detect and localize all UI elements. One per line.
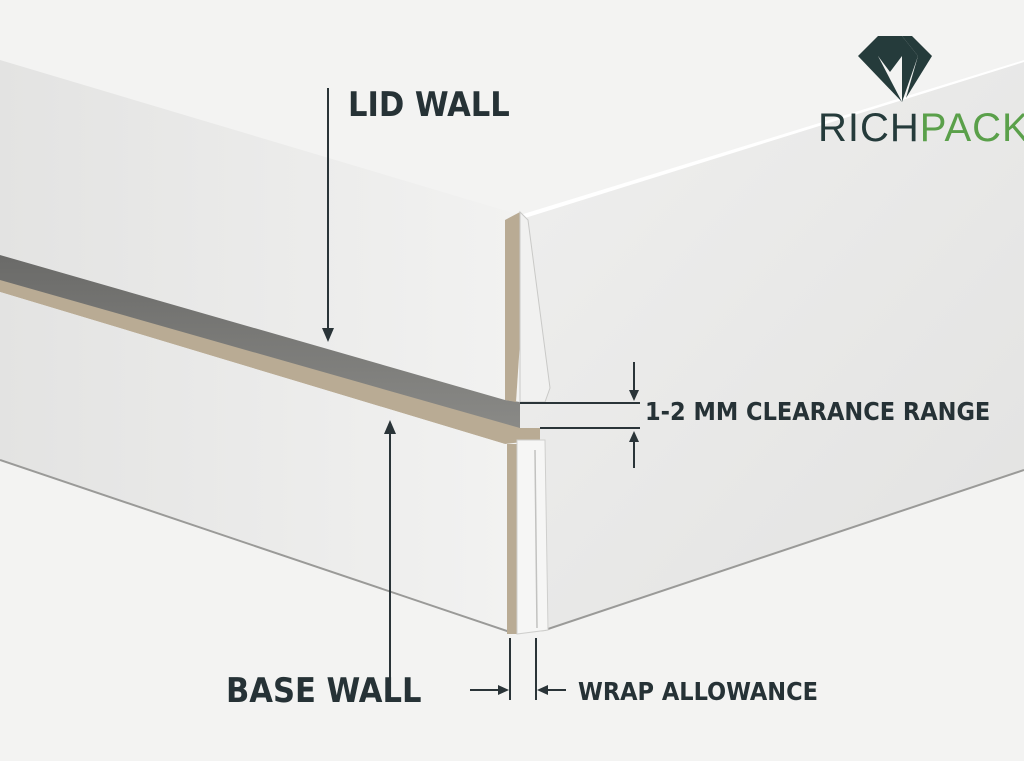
base-corner-wrap — [516, 439, 549, 635]
clearance-top-arrow-head — [629, 390, 639, 401]
brand-logo-text: RICHPACK — [818, 106, 1024, 151]
base-board-edge — [0, 280, 540, 444]
clearance-label: 1-2 MM CLEARANCE RANGE — [645, 397, 990, 426]
lid-corner-wrap — [519, 210, 551, 403]
base-wall-face — [0, 292, 510, 632]
box-right-face — [520, 60, 1024, 630]
lid-wall-label: LID WALL — [348, 85, 510, 125]
wrap-allowance-label: WRAP ALLOWANCE — [578, 677, 818, 706]
wrap-fold-line — [534, 449, 538, 629]
base-wall-label: BASE WALL — [226, 671, 421, 711]
wrap-left-arrow-head — [498, 685, 509, 695]
brand-name-part1: RICH — [818, 106, 920, 150]
geometric-diamond-logo-icon — [858, 36, 932, 102]
lid-wall-arrow-head — [322, 328, 334, 342]
clearance-gap — [0, 255, 520, 430]
wrap-right-arrow-head — [537, 685, 548, 695]
base-wall-arrow-head — [384, 420, 396, 434]
top-edge-highlight — [520, 60, 1024, 218]
brand-name-part2: PACK — [919, 106, 1024, 150]
base-corner-board — [507, 444, 517, 634]
clearance-bottom-arrow-head — [629, 431, 639, 442]
lid-wall-face — [0, 60, 520, 400]
